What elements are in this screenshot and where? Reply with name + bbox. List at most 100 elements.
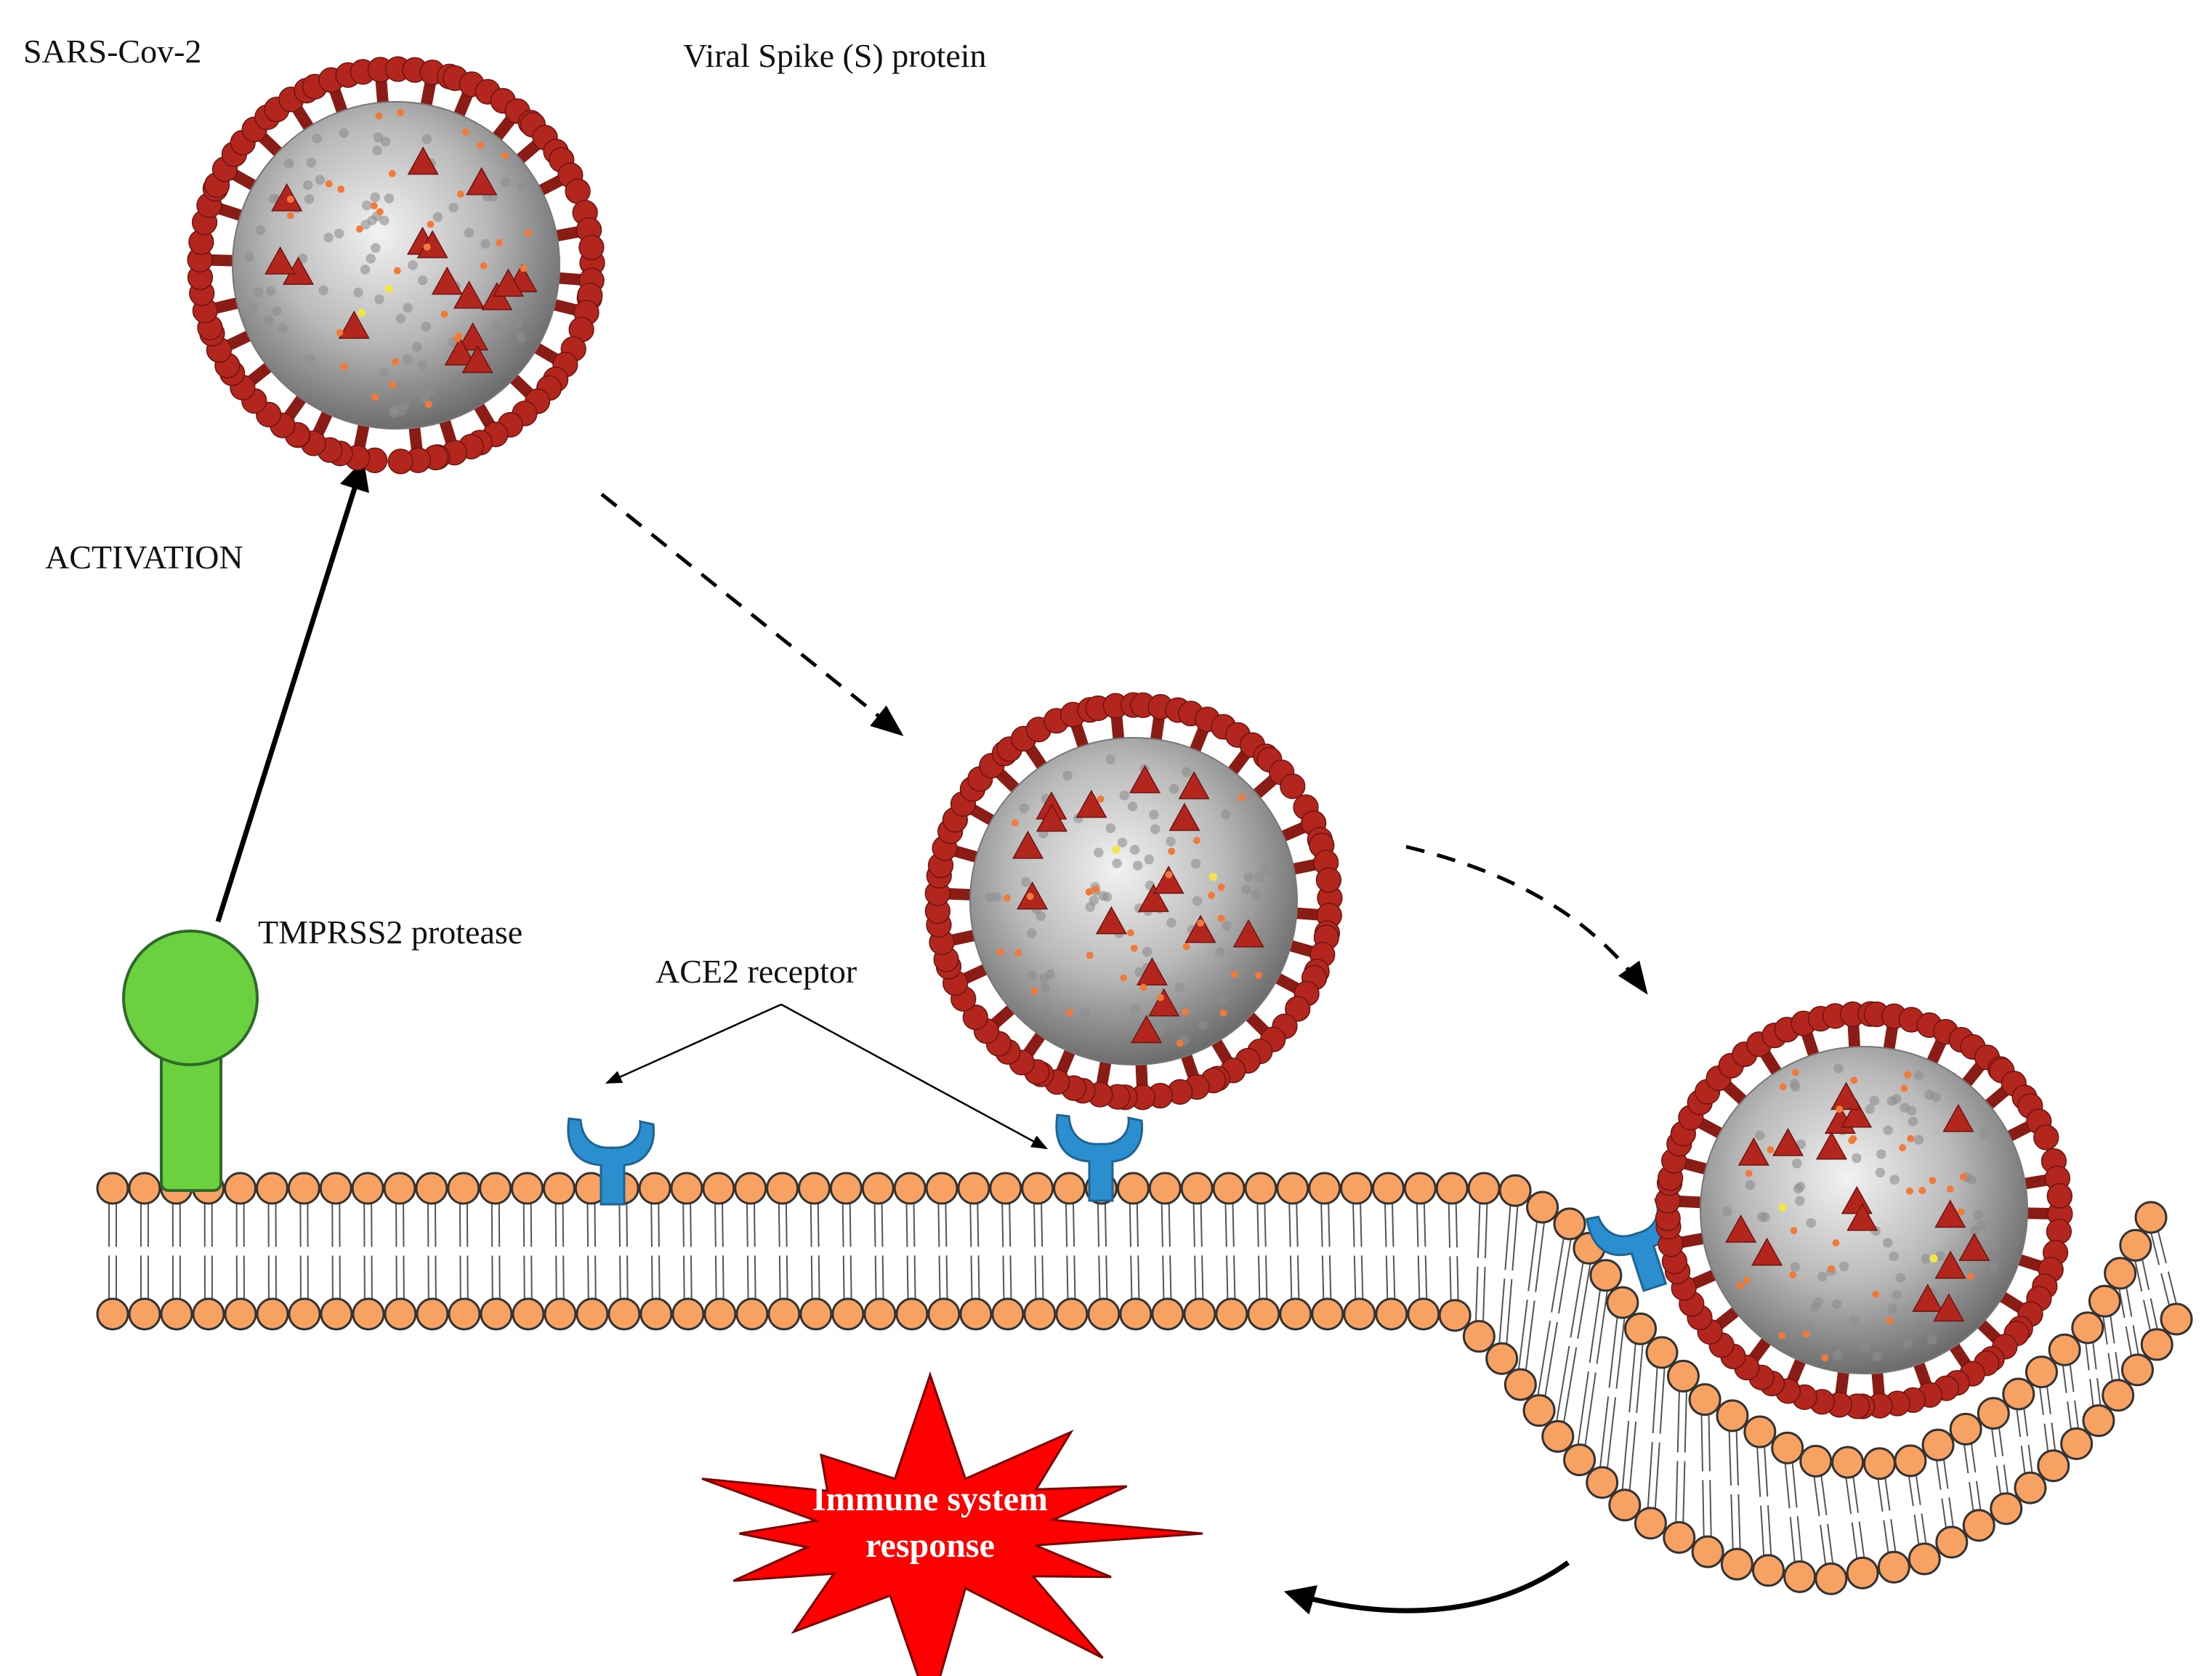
- lipid-head: [256, 1297, 289, 1331]
- lipid-head: [2060, 1427, 2094, 1460]
- spike-protein: [1280, 773, 1306, 799]
- ace2-pointer-left: [605, 1003, 782, 1084]
- lipid-head: [1645, 1336, 1679, 1369]
- lipid-head: [959, 1297, 993, 1331]
- lipid-head: [512, 1297, 545, 1331]
- lipid-head: [2104, 1257, 2137, 1290]
- spike-protein: [578, 234, 605, 261]
- lipid-head: [989, 1172, 1022, 1205]
- lipid-head: [893, 1172, 927, 1205]
- lipid-head: [2160, 1302, 2193, 1336]
- lipid-head: [1116, 1172, 1150, 1205]
- lipid-head: [767, 1297, 801, 1331]
- lipid-head: [416, 1297, 449, 1331]
- lipid-head: [224, 1297, 257, 1331]
- lipid-head: [351, 1172, 384, 1205]
- spike-protein: [1131, 1015, 1163, 1044]
- lipid-head: [448, 1297, 481, 1331]
- lipid-head: [1771, 1431, 1804, 1465]
- lipid-head: [192, 1297, 225, 1331]
- lipid-head: [1908, 1542, 1941, 1576]
- lipid-head: [1279, 1297, 1312, 1331]
- lipid-head: [1799, 1444, 1833, 1478]
- lipid-head: [1212, 1172, 1246, 1205]
- spike-protein: [565, 178, 591, 204]
- immune-response-label-line1: Immune system: [812, 1480, 1048, 1518]
- lipid-head: [670, 1172, 703, 1205]
- ace2-label: ACE2 receptor: [655, 953, 857, 990]
- lipid-head: [2082, 1404, 2115, 1438]
- lipid-head: [1688, 1383, 1721, 1417]
- lipid-head: [1407, 1297, 1440, 1331]
- lipid-head: [1663, 1520, 1696, 1554]
- lipid-head: [415, 1172, 448, 1205]
- lipid-head: [544, 1297, 577, 1331]
- lipid-head: [2048, 1333, 2081, 1366]
- lipid-head: [511, 1172, 544, 1205]
- spike-protein: [2033, 1124, 2059, 1151]
- lipid-head: [1244, 1172, 1277, 1205]
- lipid-head: [1921, 1428, 1955, 1462]
- spike-protein: [1934, 1250, 1966, 1279]
- coronavirus-particle-icon: [187, 56, 605, 475]
- lipid-head: [1862, 1447, 1896, 1480]
- lipid-head: [1522, 1394, 1556, 1427]
- spike-protein: [1772, 1127, 1804, 1156]
- spike-protein: [431, 266, 463, 295]
- lipid-head: [1977, 1397, 2010, 1430]
- lipid-head: [1624, 1312, 1658, 1345]
- lipid-head: [1215, 1297, 1248, 1331]
- lipid-head: [1553, 1207, 1586, 1241]
- lipid-head: [542, 1172, 576, 1205]
- spike-protein: [1129, 765, 1161, 794]
- spike-protein: [453, 280, 485, 309]
- lipid-head: [128, 1172, 161, 1205]
- lipid-head: [1485, 1342, 1519, 1375]
- spike-protein: [1095, 906, 1127, 935]
- lipid-head: [288, 1297, 321, 1331]
- lipid-head: [799, 1297, 833, 1331]
- spike-protein: [1285, 996, 1311, 1022]
- lipid-head: [1375, 1297, 1408, 1331]
- lipid-head: [1308, 1172, 1341, 1205]
- lipid-head: [384, 1297, 417, 1331]
- starburst-icon: [701, 1371, 1203, 1676]
- spike-protein: [407, 146, 439, 175]
- spike-protein: [1012, 830, 1044, 859]
- lipid-head: [1087, 1297, 1121, 1331]
- lipid-head: [829, 1172, 863, 1205]
- lipid-head: [861, 1172, 895, 1205]
- lipid-head: [895, 1297, 929, 1331]
- lipid-head: [1311, 1297, 1344, 1331]
- spike-protein: [1075, 789, 1107, 818]
- spike-protein: [1137, 884, 1169, 912]
- lipid-tails: [108, 1203, 2177, 1565]
- lipid-head: [2071, 1311, 2104, 1345]
- spike-protein: [1942, 1103, 1974, 1132]
- spike-protein: [271, 182, 303, 211]
- lipid-head: [319, 1172, 352, 1205]
- spike-protein-label: Viral Spike (S) protein: [683, 37, 987, 74]
- lipid-head: [1563, 1443, 1597, 1477]
- lipid-head: [2088, 1284, 2121, 1318]
- spike-protein: [1958, 1233, 1990, 1261]
- lipid-head: [1151, 1297, 1184, 1331]
- ace2-receptor-icon: [567, 1117, 655, 1206]
- lipid-head: [702, 1172, 735, 1205]
- lipid-head: [160, 1297, 193, 1331]
- lipid-head: [1720, 1547, 1753, 1581]
- lipid-head: [1247, 1297, 1280, 1331]
- spike-protein: [1315, 867, 1342, 893]
- lipid-head: [1846, 1556, 1879, 1590]
- ace2-receptors: [567, 1113, 1675, 1292]
- lipid-heads: [96, 1172, 2193, 1595]
- lipid-head: [1783, 1560, 1817, 1593]
- spike-protein: [457, 322, 489, 351]
- lipid-head: [96, 1297, 129, 1331]
- lipid-head: [1541, 1419, 1575, 1453]
- virus-label: SARS-Cov-2: [23, 33, 201, 70]
- lipid-head: [2140, 1328, 2173, 1361]
- lipid-head: [671, 1297, 705, 1331]
- lipid-head: [1055, 1297, 1089, 1331]
- lipid-head: [1743, 1415, 1777, 1449]
